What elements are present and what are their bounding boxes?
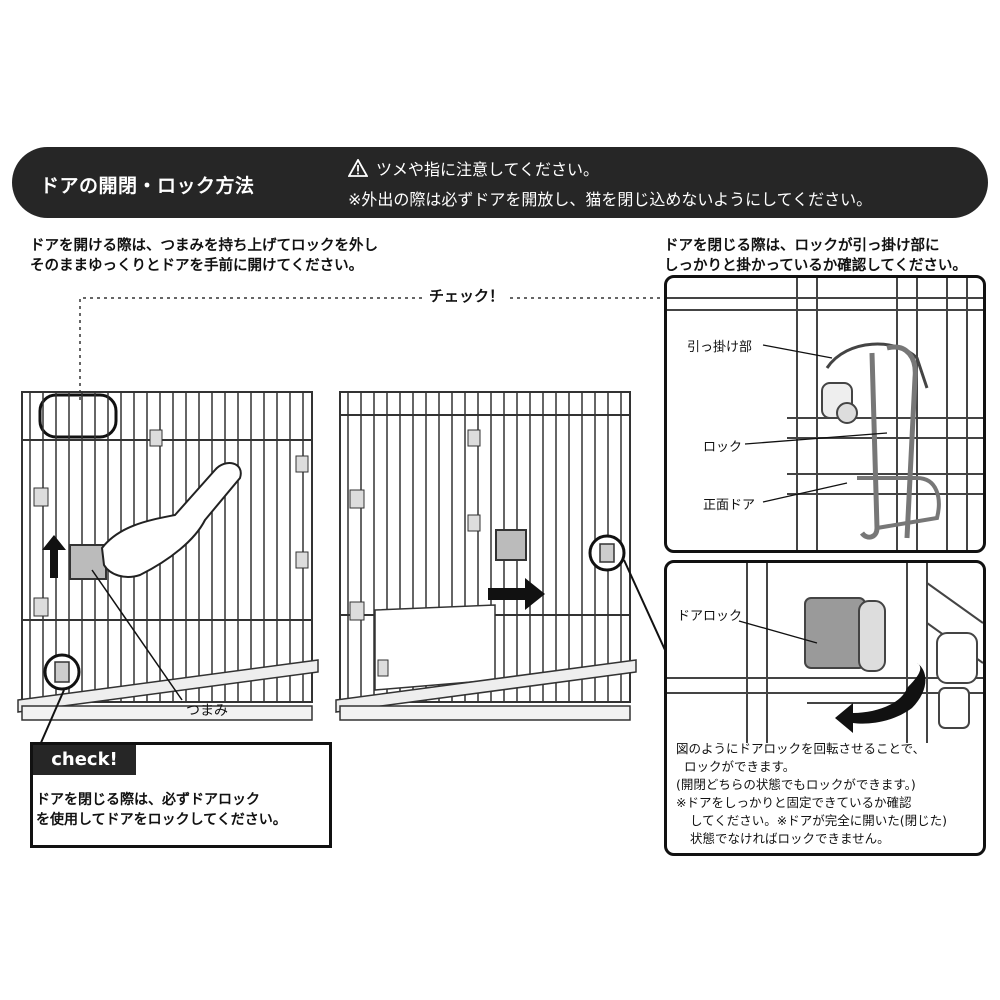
- check-text-line1: ドアを閉じる際は、必ずドアロック: [36, 792, 260, 808]
- close-instruction-line1: ドアを閉じる際は、ロックが引っ掛け部に: [664, 238, 940, 254]
- knob-callout: つまみ: [186, 703, 228, 719]
- lock-note-line6: 状態でなければロックできません。: [690, 831, 890, 846]
- close-instruction-line2: しっかりと掛かっているか確認してください。: [664, 258, 967, 274]
- hook-detail-drawing: [667, 278, 983, 550]
- lock-note-line2: ロックができます。: [684, 759, 796, 774]
- lock-callout: ロック: [703, 440, 743, 455]
- right-arrow-icon: [488, 578, 545, 610]
- header-bar: [12, 147, 988, 218]
- page-title: ドアの開閉・ロック方法: [40, 175, 255, 197]
- front-door-callout: 正面ドア: [703, 498, 756, 513]
- up-arrow-icon: [42, 535, 66, 578]
- hand-icon: [100, 462, 242, 578]
- rotate-arrow-icon: [835, 663, 926, 733]
- hook-callout: 引っ掛け部: [687, 340, 753, 355]
- warning-row: ツメや指に注意してください。: [348, 156, 599, 180]
- check-text: ドアを閉じる際は、必ずドアロック を使用してドアをロックしてください。: [36, 790, 287, 830]
- check-text-line2: を使用してドアをロックしてください。: [36, 812, 287, 828]
- warning-text: ツメや指に注意してください。: [376, 160, 600, 179]
- lock-note: 図のようにドアロックを回転させることで、 ロックができます。 (開閉どちらの状態…: [676, 740, 947, 848]
- open-instruction-line1: ドアを開ける際は、つまみを持ち上げてロックを外し: [30, 238, 378, 254]
- warning-icon: [348, 159, 368, 177]
- door-lock-callout: ドアロック: [677, 609, 743, 624]
- door-lock-drawing: [667, 563, 983, 743]
- lock-note-line4: ※ドアをしっかりと固定できているか確認: [676, 795, 912, 810]
- header-note: ※外出の際は必ずドアを開放し、猫を閉じ込めないようにしてください。: [348, 190, 873, 209]
- lock-note-line1: 図のようにドアロックを回転させることで、: [676, 741, 926, 756]
- check-tag: check!: [33, 745, 136, 775]
- check-label: チェック！: [423, 285, 511, 306]
- door-lock-detail-panel: ドアロック: [664, 560, 986, 856]
- lock-note-line3: (開閉どちらの状態でもロックができます。): [676, 777, 916, 792]
- hook-detail-panel: 引っ掛け部 ロック 正面ドア: [664, 275, 986, 553]
- middle-cage-illustration: [335, 391, 637, 721]
- left-cage-illustration: [17, 391, 319, 721]
- lock-note-line5: してください。※ドアが完全に開いた(閉じた): [690, 813, 947, 828]
- open-instruction-line2: そのままゆっくりとドアを手前に開けてください。: [30, 258, 364, 274]
- top-latch-highlight: [38, 393, 118, 439]
